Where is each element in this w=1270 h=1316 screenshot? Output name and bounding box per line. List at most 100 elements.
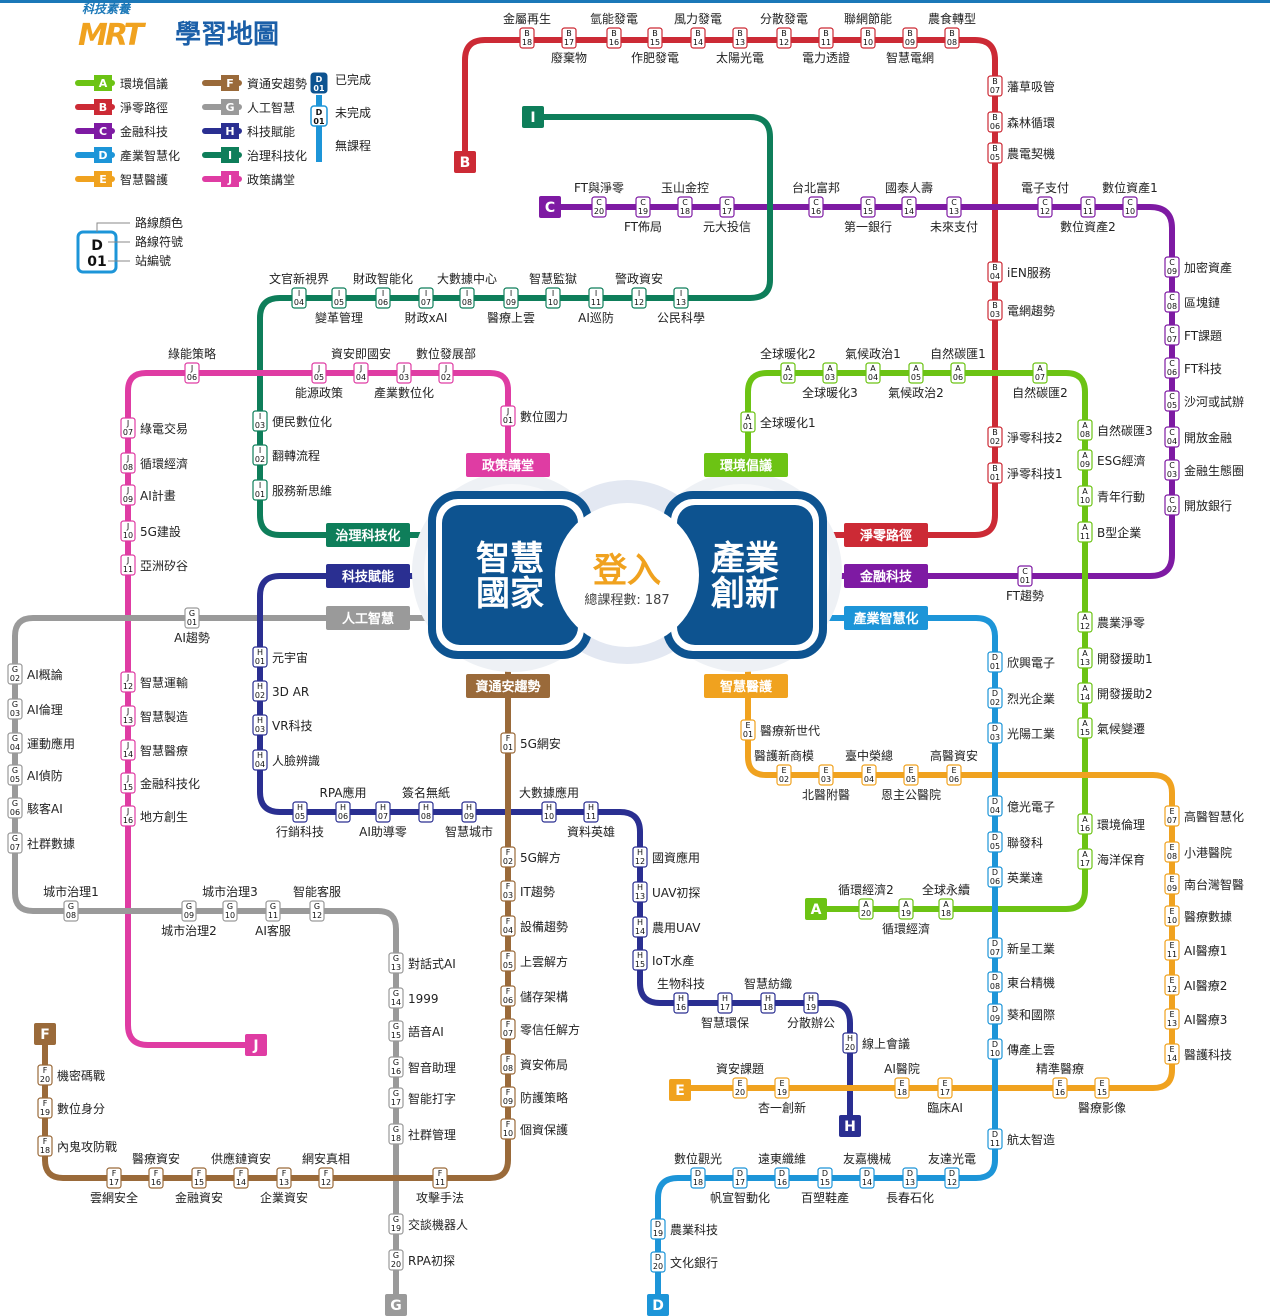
line-tag-i[interactable]: 治理科技化 (326, 523, 410, 547)
line-tag-a[interactable]: 環境倡議 (704, 453, 788, 477)
line-terminal-a[interactable]: A (805, 898, 827, 920)
line-terminal-b[interactable]: B (454, 151, 476, 173)
line-terminal-h[interactable]: H (839, 1115, 861, 1137)
login-label[interactable]: 登入 (592, 551, 661, 591)
line-tag-f[interactable]: 資通安趨勢 (466, 674, 550, 698)
line-tag-c[interactable]: 金融科技 (844, 564, 928, 588)
line-terminal-d[interactable]: D (647, 1294, 669, 1316)
line-terminal-j[interactable]: J (245, 1034, 267, 1056)
line-tag-e[interactable]: 智慧醫護 (704, 674, 788, 698)
line-tag-d[interactable]: 產業智慧化 (844, 606, 928, 630)
line-terminal-c[interactable]: C (539, 196, 561, 218)
line-terminal-g[interactable]: G (385, 1294, 407, 1316)
